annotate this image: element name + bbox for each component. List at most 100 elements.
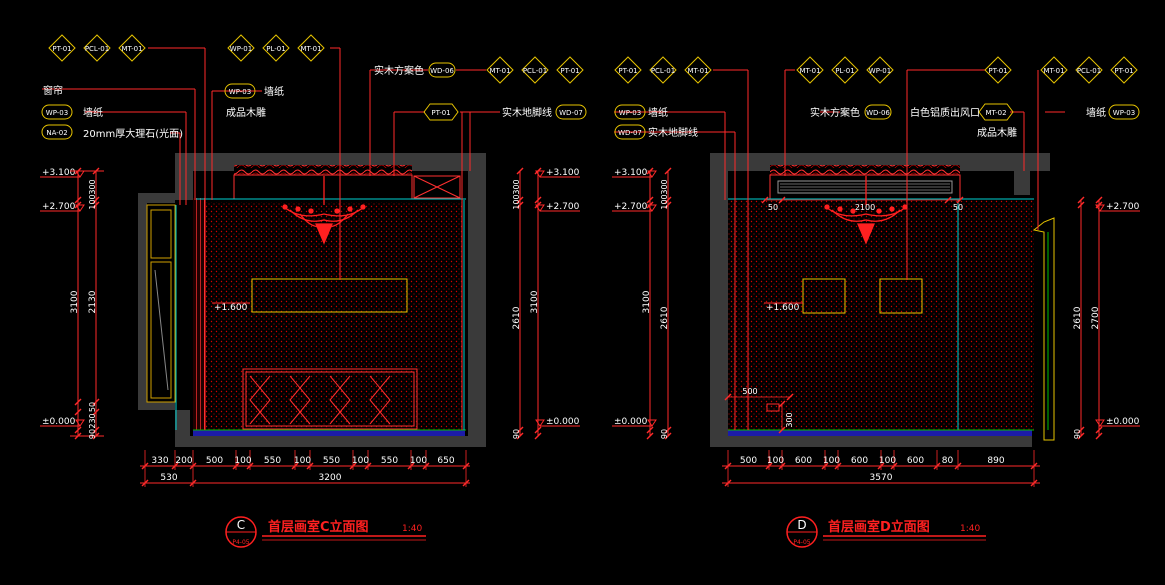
- marker-letter: C: [237, 518, 245, 532]
- dim-text: 100: [512, 194, 521, 209]
- drawing-title: 首层画室C立面图: [268, 519, 369, 535]
- tag-text: PT-01: [988, 67, 1007, 75]
- oval-material-tag: WP-03: [614, 104, 646, 120]
- diamond-material-tag: MT-01: [297, 34, 325, 62]
- tag-text: WD-07: [559, 109, 583, 117]
- oval-material-tag: WD-07: [555, 104, 587, 120]
- dim-text: 90: [88, 429, 97, 439]
- dim-tick: [534, 196, 542, 204]
- oval-material-tag: WD-06: [864, 104, 892, 120]
- dim-text: 300: [660, 179, 669, 194]
- label-wallpaper: 墙纸: [83, 106, 103, 119]
- hex-material-tag: PT-01: [423, 103, 459, 121]
- dim-tick: [664, 201, 672, 209]
- level-marker: +3.100: [612, 168, 657, 178]
- label-wallpaper-2: 墙纸: [1086, 106, 1106, 119]
- tag-text: WP-01: [869, 67, 891, 75]
- dim-text: 2100: [855, 203, 875, 212]
- tag-text: WP-03: [1113, 109, 1135, 117]
- label-wood-color: 实木方案色: [374, 64, 424, 77]
- level-text: ±0.000: [1106, 417, 1140, 427]
- marker-ref: P4-05: [232, 539, 249, 546]
- tag-text: NA-02: [46, 129, 67, 137]
- title-block-d: D P4-05 首层画室D立面图 1:40: [786, 516, 986, 548]
- dim-text: 3100: [70, 290, 80, 313]
- diamond-material-tag: MT-01: [796, 56, 824, 84]
- drawing-scale: 1:40: [402, 524, 422, 534]
- dim-tick: [74, 426, 82, 434]
- tag-text: PCL-01: [1077, 67, 1101, 75]
- drawing-scale: 1:40: [960, 524, 980, 534]
- dim-tick: [1077, 426, 1085, 434]
- tag-text: MT-01: [799, 67, 820, 75]
- dim-tick: [1095, 432, 1103, 440]
- tag-text: WP-01: [230, 45, 252, 53]
- tag-text: MT-01: [121, 45, 142, 53]
- label-molding: 成品木雕: [977, 126, 1017, 139]
- dim-text: 100: [352, 456, 369, 466]
- level-marker: +2.700: [535, 202, 580, 212]
- elevation-c: [138, 153, 486, 447]
- dim-text: 600: [907, 456, 924, 466]
- level-marker: ±0.000: [612, 417, 657, 427]
- level-marker: ±0.000: [1095, 417, 1140, 427]
- label-marble: 20mm厚大理石(光面): [83, 127, 183, 140]
- dim-text: 550: [381, 456, 398, 466]
- floor-line: [728, 430, 1032, 436]
- dim-tick: [1077, 196, 1085, 204]
- tag-text: PT-01: [618, 67, 637, 75]
- dim-tick: [724, 393, 732, 401]
- level-marker: +2.700: [40, 202, 85, 212]
- window-wall-section: [138, 193, 175, 410]
- dim-tick: [778, 400, 786, 408]
- painting-frame: [251, 278, 408, 313]
- diamond-material-tag: MT-01: [118, 34, 146, 62]
- dim-tick: [646, 196, 654, 204]
- chandelier: [824, 176, 908, 245]
- dim-text: 100: [879, 456, 896, 466]
- diamond-material-tag: PT-01: [1110, 56, 1138, 84]
- dim-text: 100: [767, 456, 784, 466]
- dim-text: 650: [437, 456, 454, 466]
- leader-lines-d: [614, 69, 1065, 430]
- level-marker: ±0.000: [40, 417, 85, 427]
- label-wood-color: 实木方案色: [810, 106, 860, 119]
- dim-tick: [534, 432, 542, 440]
- diamond-material-tag: PL-01: [262, 34, 290, 62]
- diamond-material-tag: PT-01: [984, 56, 1012, 84]
- tag-text: WD-06: [430, 67, 454, 75]
- dim-text: 100: [88, 194, 97, 209]
- level-text: ±0.000: [42, 417, 76, 427]
- label-skirting: 实木地脚线: [648, 126, 698, 139]
- diamond-material-tag: MT-01: [486, 56, 514, 84]
- level-text: +1.600: [766, 303, 800, 313]
- level-text: +1.600: [214, 303, 248, 313]
- level-text: +2.700: [546, 202, 580, 212]
- socket-marker: [766, 403, 780, 412]
- dim-text: 100: [660, 194, 669, 209]
- level-text: +3.100: [42, 168, 76, 178]
- dim-text: 2610: [512, 306, 522, 329]
- diamond-material-tag: MT-01: [1040, 56, 1068, 84]
- painting-frame-left: [802, 278, 846, 314]
- dim-text: 300: [88, 179, 97, 194]
- dim-tick: [646, 201, 654, 209]
- dim-tick: [516, 426, 524, 434]
- title-block-c: C P4-05 首层画室C立面图 1:40: [225, 516, 426, 548]
- ceiling-molding: [234, 165, 412, 175]
- dim-text: 3100: [530, 290, 540, 313]
- dim-tick: [534, 426, 542, 434]
- marker-letter: D: [797, 518, 806, 532]
- level-text: ±0.000: [614, 417, 648, 427]
- dim-tick: [664, 432, 672, 440]
- dim-tick: [778, 196, 786, 204]
- tag-text: PT-01: [431, 109, 450, 117]
- dim-text: 90: [512, 429, 521, 439]
- dim-text: 2610: [660, 306, 670, 329]
- dim-text: 300: [785, 412, 794, 427]
- tag-text: PL-01: [835, 67, 854, 75]
- oval-material-tag: WP-03: [1108, 104, 1140, 120]
- dim-tick: [956, 196, 964, 204]
- level-text: +3.100: [546, 168, 580, 178]
